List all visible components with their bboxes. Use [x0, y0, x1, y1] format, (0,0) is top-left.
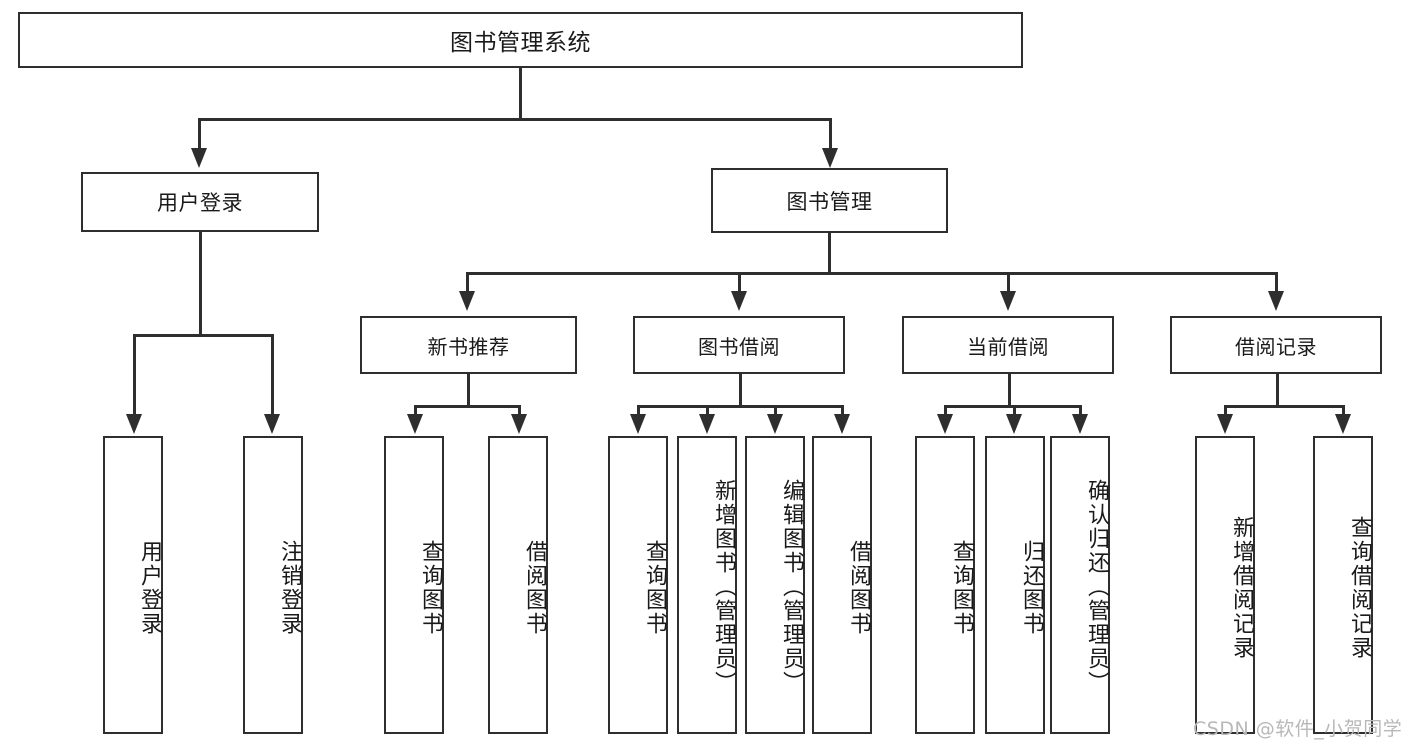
node-book-borrow[interactable]: 图书借阅 [633, 316, 845, 374]
connector-new-book-stem [467, 374, 470, 405]
leaf-label: 新增借阅记录 [1229, 516, 1254, 660]
arrowhead-nb-to-query [407, 414, 423, 434]
connector-bm-to-borrow-record [1275, 272, 1278, 294]
node-leaf-query-borrow-record[interactable]: 查询借阅记录 [1313, 436, 1373, 734]
node-leaf-query-book-current[interactable]: 查询图书 [915, 436, 975, 734]
connector-bb-to-edit [774, 405, 777, 417]
node-leaf-query-book-borrow[interactable]: 查询图书 [608, 436, 668, 734]
arrowhead-br-to-add [1217, 414, 1233, 434]
arrowhead-bb-to-add [699, 414, 715, 434]
leaf-label: 用户登录 [137, 540, 162, 636]
connector-book-borrow-stem [739, 374, 742, 405]
connector-root-to-user-login [198, 118, 201, 150]
leaf-label: 查询图书 [418, 540, 443, 636]
arrowhead-br-to-query [1335, 414, 1351, 434]
connector-bb-to-borrow [841, 405, 844, 417]
arrowhead-bb-to-borrow [834, 414, 850, 434]
leaf-label: 借阅图书 [522, 540, 547, 636]
node-leaf-add-borrow-record[interactable]: 新增借阅记录 [1195, 436, 1255, 734]
connector-new-book-bus [414, 405, 520, 408]
node-leaf-borrow-book-recommend[interactable]: 借阅图书 [488, 436, 548, 734]
leaf-label: 新增图书（管理员） [711, 479, 736, 695]
leaf-label: 归还图书 [1019, 540, 1044, 636]
node-leaf-borrow-book[interactable]: 借阅图书 [812, 436, 872, 734]
leaf-label: 确认归还（管理员） [1084, 479, 1109, 695]
leaf-label: 查询图书 [642, 540, 667, 636]
arrowhead-bm-to-book-borrow [731, 291, 747, 311]
connector-nb-to-borrow [518, 405, 521, 417]
connector-cb-to-confirm [1079, 405, 1082, 417]
arrowhead-bm-to-new-book [459, 291, 475, 311]
arrowhead-bm-to-borrow-record [1268, 291, 1284, 311]
arrowhead-user-login-to-logout [264, 414, 280, 434]
leaf-label: 注销登录 [277, 540, 302, 636]
connector-book-borrow-bus [637, 405, 843, 408]
connector-cb-to-return [1013, 405, 1016, 417]
connector-user-login-stem [199, 232, 202, 334]
node-book-management[interactable]: 图书管理 [711, 168, 948, 233]
connector-root-bus [198, 118, 831, 121]
connector-bb-to-add [706, 405, 709, 417]
connector-current-borrow-stem [1008, 374, 1011, 405]
arrowhead-cb-to-query [937, 414, 953, 434]
connector-br-to-add [1224, 405, 1227, 417]
node-borrow-record[interactable]: 借阅记录 [1170, 316, 1382, 374]
arrowhead-bm-to-current-borrow [1000, 291, 1016, 311]
connector-user-login-to-logout [271, 334, 274, 418]
connector-current-borrow-bus [944, 405, 1081, 408]
node-new-book-recommend[interactable]: 新书推荐 [360, 316, 577, 374]
connector-bm-to-book-borrow [738, 272, 741, 294]
connector-br-to-query [1342, 405, 1345, 417]
leaf-label: 查询图书 [949, 540, 974, 636]
arrowhead-nb-to-borrow [511, 414, 527, 434]
arrowhead-bb-to-query [630, 414, 646, 434]
connector-nb-to-query [414, 405, 417, 417]
connector-user-login-to-login [133, 334, 136, 418]
connector-borrow-record-bus [1224, 405, 1344, 408]
connector-book-management-bus [466, 272, 1277, 275]
node-leaf-return-book[interactable]: 归还图书 [985, 436, 1045, 734]
node-leaf-user-login[interactable]: 用户登录 [103, 436, 163, 734]
arrowhead-root-to-book-management [822, 148, 838, 168]
leaf-label: 借阅图书 [846, 540, 871, 636]
arrowhead-bb-to-edit [767, 414, 783, 434]
arrowhead-root-to-user-login [191, 148, 207, 168]
node-current-borrow[interactable]: 当前借阅 [902, 316, 1114, 374]
connector-bm-to-current-borrow [1007, 272, 1010, 294]
arrowhead-user-login-to-login [126, 414, 142, 434]
connector-bb-to-query [637, 405, 640, 417]
arrowhead-cb-to-return [1006, 414, 1022, 434]
connector-root-to-book-management [829, 118, 832, 150]
node-user-login[interactable]: 用户登录 [81, 172, 319, 232]
node-root-book-management-system[interactable]: 图书管理系统 [18, 12, 1023, 68]
leaf-label: 查询借阅记录 [1347, 516, 1372, 660]
connector-book-management-stem [828, 233, 831, 272]
node-leaf-add-book-admin[interactable]: 新增图书（管理员） [677, 436, 737, 734]
connector-bm-to-new-book [466, 272, 469, 294]
node-leaf-confirm-return-admin[interactable]: 确认归还（管理员） [1050, 436, 1110, 734]
connector-user-login-bus [133, 334, 272, 337]
node-leaf-edit-book-admin[interactable]: 编辑图书（管理员） [745, 436, 805, 734]
connector-borrow-record-stem [1276, 374, 1279, 405]
connector-root-stem [519, 68, 522, 118]
leaf-label: 编辑图书（管理员） [779, 479, 804, 695]
node-leaf-query-book-recommend[interactable]: 查询图书 [384, 436, 444, 734]
node-leaf-logout[interactable]: 注销登录 [243, 436, 303, 734]
connector-cb-to-query [944, 405, 947, 417]
arrowhead-cb-to-confirm [1072, 414, 1088, 434]
